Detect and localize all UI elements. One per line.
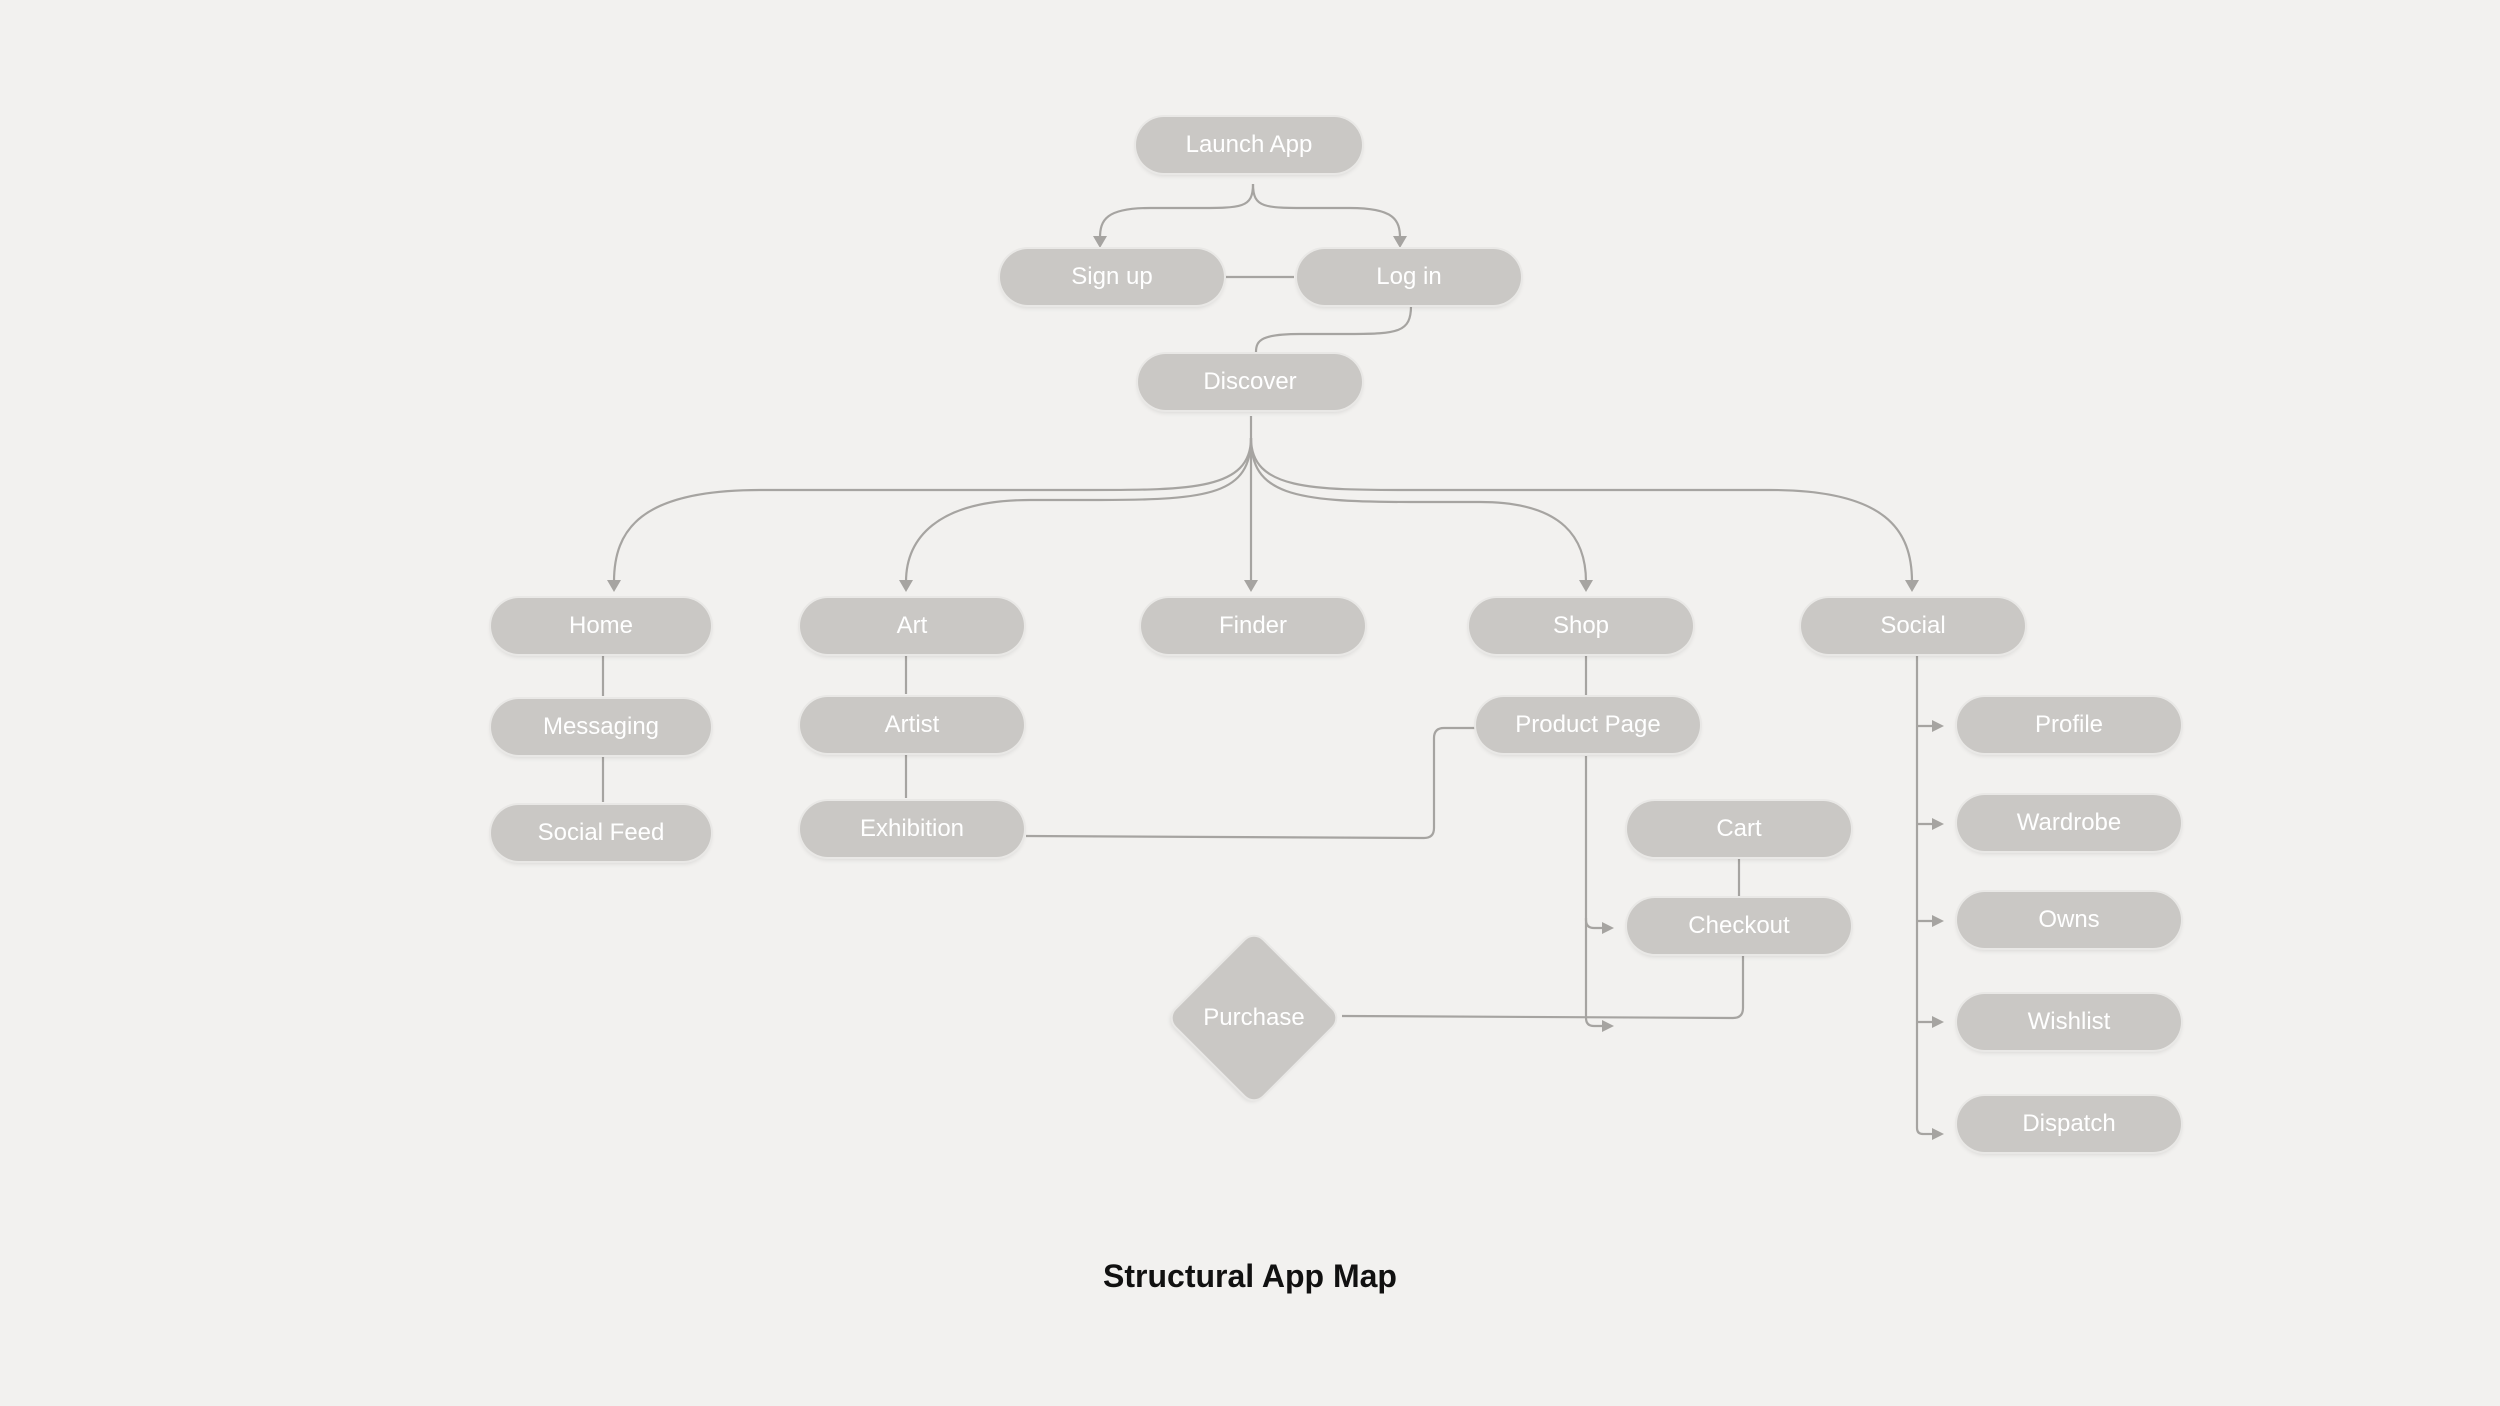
node-social-feed[interactable]: Social Feed [491, 805, 711, 861]
arrow-head [899, 580, 913, 592]
edge-social-trunk [1915, 653, 1924, 1136]
node-exhibition[interactable]: Exhibition [800, 801, 1024, 857]
node-dispatch[interactable]: Dispatch [1957, 1096, 2181, 1152]
node-finder[interactable]: Finder [1141, 598, 1365, 654]
edge-checkout-purchase [1341, 955, 1745, 1020]
node-social[interactable]: Social [1801, 598, 2025, 654]
edge-launch-login [1251, 183, 1402, 239]
arrow-head [1932, 818, 1944, 830]
arrow-head [1932, 915, 1944, 927]
node-discover[interactable]: Discover [1138, 354, 1362, 410]
arrow-head [1932, 1016, 1944, 1028]
node-owns[interactable]: Owns [1957, 892, 2181, 948]
edge-launch-signup [1098, 183, 1255, 239]
page-title: Structural App Map [1103, 1258, 1397, 1294]
node-purchase[interactable]: Purchase [1164, 928, 1344, 1108]
node-log-in[interactable]: Log in [1297, 249, 1521, 305]
node-shop[interactable]: Shop [1469, 598, 1693, 654]
node-checkout[interactable]: Checkout [1627, 898, 1851, 954]
arrow-head [1244, 580, 1258, 592]
edge-discover-shop [1249, 437, 1588, 583]
node-artist[interactable]: Artist [800, 697, 1024, 753]
node-product-page[interactable]: Product Page [1476, 697, 1700, 753]
arrow-head [1093, 236, 1107, 248]
arrow-head [607, 580, 621, 592]
arrow-head [1602, 922, 1614, 934]
edge-discover-art [904, 437, 1253, 583]
edge-discover-home [612, 437, 1253, 583]
node-art[interactable]: Art [800, 598, 1024, 654]
node-messaging[interactable]: Messaging [491, 699, 711, 755]
node-wardrobe[interactable]: Wardrobe [1957, 795, 2181, 851]
arrow-head [1602, 1020, 1614, 1032]
node-launch-app[interactable]: Launch App [1136, 117, 1362, 173]
edge-exhibition-productpage [1025, 726, 1476, 840]
node-sign-up[interactable]: Sign up [1000, 249, 1224, 305]
arrow-head [1905, 580, 1919, 592]
node-purchase-label: Purchase [1203, 1004, 1305, 1031]
arrow-head [1393, 236, 1407, 248]
arrow-head [1932, 1128, 1944, 1140]
node-profile[interactable]: Profile [1957, 697, 2181, 753]
edge-productpage-checkout [1584, 918, 1604, 1028]
arrow-head [1579, 580, 1593, 592]
edge-login-discover [1254, 305, 1413, 353]
edge-discover-social [1249, 437, 1914, 583]
node-wishlist[interactable]: Wishlist [1957, 994, 2181, 1050]
node-home[interactable]: Home [491, 598, 711, 654]
arrow-head [1932, 720, 1944, 732]
node-cart[interactable]: Cart [1627, 801, 1851, 857]
edge-productpage-cart [1584, 756, 1604, 930]
